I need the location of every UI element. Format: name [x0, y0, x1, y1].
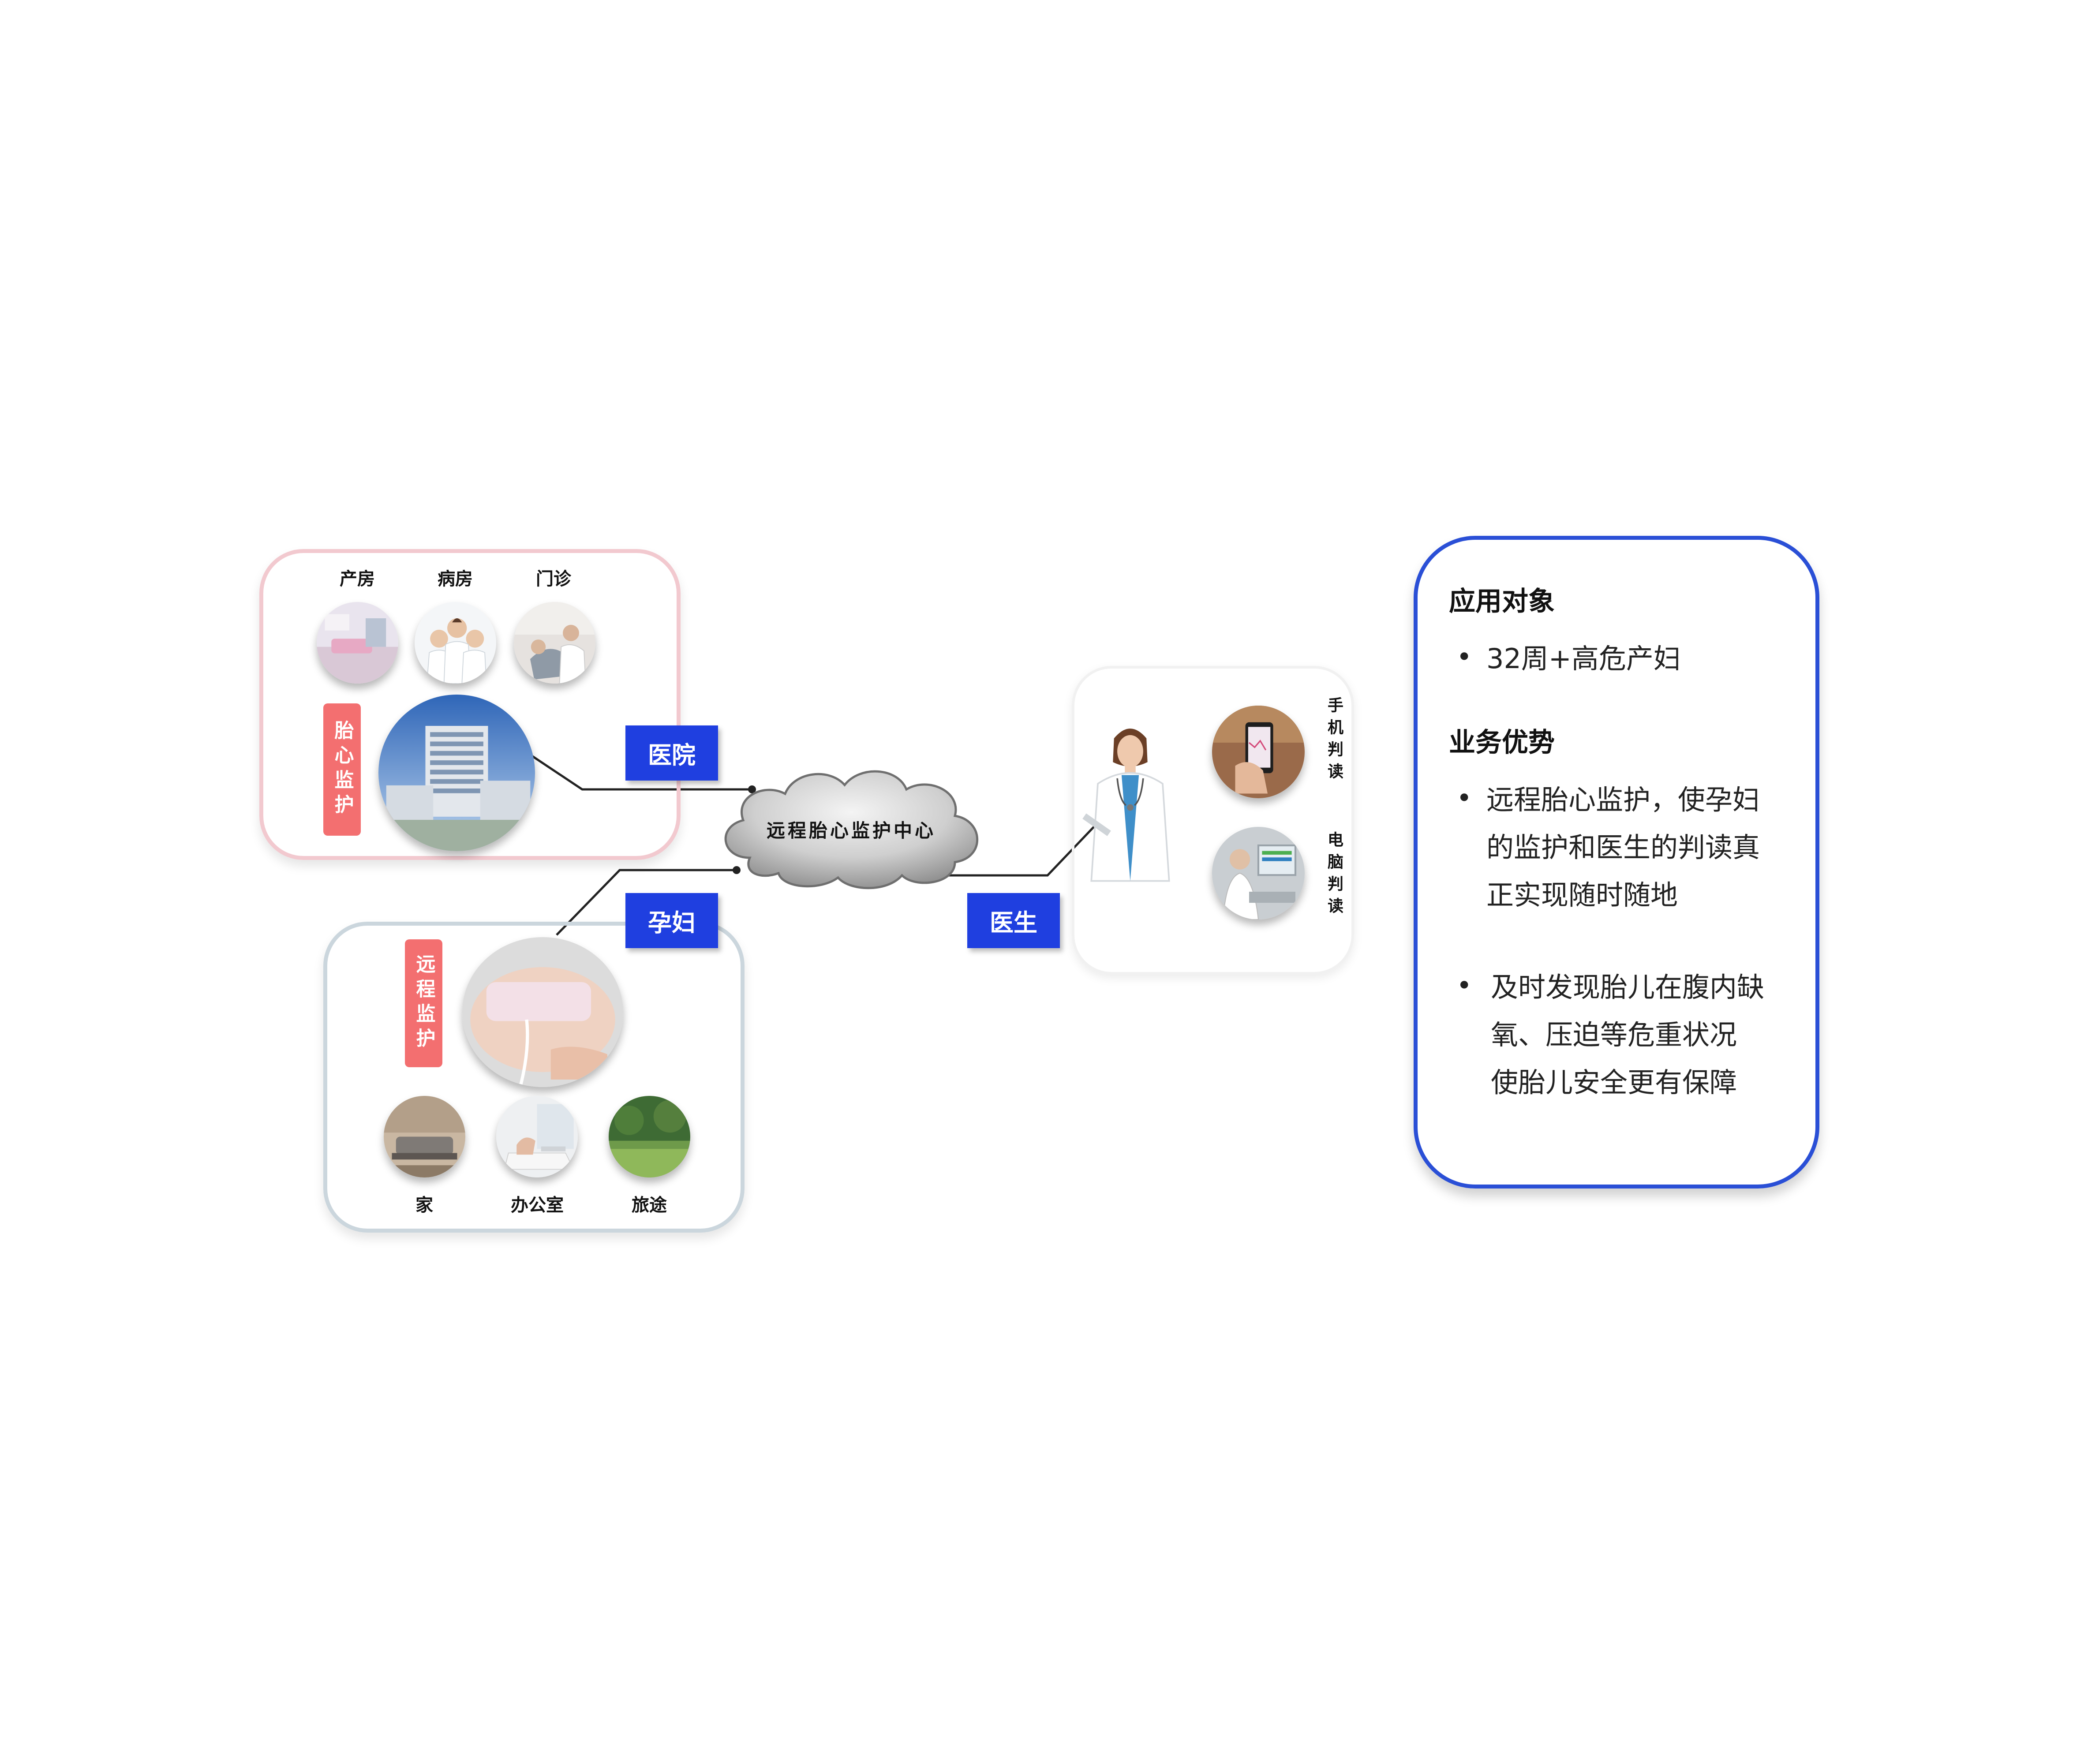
target-bullet: •	[1456, 642, 1472, 673]
advantage-item-1-line-2: 的监护和医生的判读真	[1486, 831, 1760, 863]
info-panel	[1414, 536, 1819, 1188]
advantage-item-2: 及时发现胎儿在腹内缺 氧、压迫等危重状况 使胎儿安全更有保障	[1491, 964, 1764, 1106]
advantage-title: 业务优势	[1449, 727, 1555, 758]
target-title: 应用对象	[1449, 586, 1555, 617]
location-label-travel: 旅途	[632, 1195, 667, 1215]
location-label-outpatient: 门诊	[536, 569, 571, 589]
target-item: 32周+高危产妇	[1486, 643, 1681, 675]
hospital-link	[522, 748, 752, 791]
advantage-item-2-line-3: 使胎儿安全更有保障	[1491, 1066, 1737, 1099]
location-label-home: 家	[415, 1195, 433, 1215]
ward-staff-photo	[415, 602, 496, 684]
fetal-monitoring-tag: 胎心监护	[323, 703, 361, 836]
pregnant-badge: 孕妇	[625, 893, 718, 948]
advantage-bullet-1: •	[1456, 783, 1472, 814]
advantage-item-2-line-1: 及时发现胎儿在腹内缺	[1491, 971, 1765, 1003]
travel-photo	[609, 1096, 690, 1177]
home-photo	[384, 1096, 465, 1177]
outpatient-photo	[514, 602, 595, 684]
computer-reading-photo	[1212, 827, 1305, 919]
doctor-photo	[1076, 719, 1184, 886]
pregnant-link-dot	[733, 866, 741, 874]
office-photo	[496, 1096, 578, 1177]
phone-reading-photo	[1212, 706, 1305, 798]
computer-reading-label: 电脑判读	[1325, 831, 1343, 919]
pregnant-link	[556, 869, 737, 936]
delivery-room-photo	[317, 602, 398, 684]
phone-reading-label: 手机判读	[1325, 697, 1343, 785]
doctor-panel	[1072, 666, 1354, 975]
hospital-link-dot	[748, 785, 756, 793]
advantage-item-1-line-3: 正实现随时随地	[1486, 879, 1678, 911]
location-label-office: 办公室	[511, 1195, 564, 1215]
monitoring-center-cloud: 远程胎心监护中心	[708, 756, 995, 897]
advantage-item-1-line-1: 远程胎心监护，使孕妇	[1486, 784, 1760, 816]
pregnant-panel	[323, 922, 745, 1233]
cloud-icon	[724, 770, 979, 889]
location-label-delivery: 产房	[340, 569, 375, 589]
hospital-panel	[259, 549, 681, 860]
hospital-badge: 医院	[625, 725, 718, 781]
advantage-item-2-line-2: 氧、压迫等危重状况	[1491, 1019, 1737, 1051]
hospital-building-photo	[378, 695, 535, 851]
belly-monitor-photo	[462, 937, 623, 1087]
advantage-bullet-2: •	[1456, 970, 1472, 1001]
advantage-item-1: 远程胎心监护，使孕妇 的监护和医生的判读真 正实现随时随地	[1486, 776, 1760, 919]
remote-monitoring-tag: 远程监护	[405, 939, 442, 1067]
doctor-link	[928, 826, 1095, 877]
location-label-ward: 病房	[438, 569, 473, 589]
center-label: 远程胎心监护中心	[766, 820, 936, 841]
doctor-badge: 医生	[967, 893, 1060, 948]
